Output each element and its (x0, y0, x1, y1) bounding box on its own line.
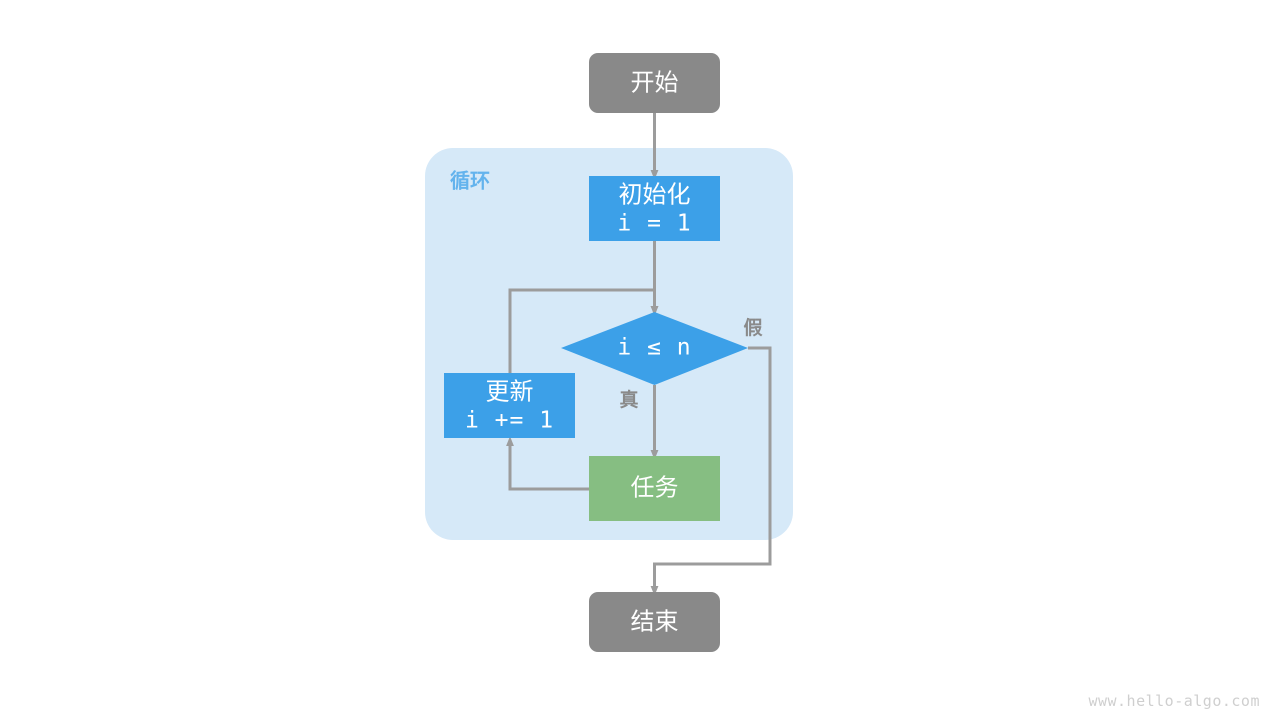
node-task-label: 任务 (631, 474, 679, 501)
node-update-code: i += 1 (465, 408, 554, 434)
edge-label-true: 真 (619, 388, 638, 411)
node-update-label: 更新 (486, 378, 534, 405)
node-update[interactable]: 更新 i += 1 (444, 373, 575, 438)
node-init-label: 初始化 (619, 181, 691, 208)
edge-update-to-condition (508, 288, 659, 373)
node-end-label: 结束 (631, 608, 679, 635)
edge-condition-to-end (650, 346, 772, 596)
node-condition[interactable]: i ≤ n (561, 312, 748, 385)
node-init-code: i = 1 (617, 211, 691, 237)
loop-group-label: 循环 (450, 168, 490, 192)
node-condition-label: i ≤ n (617, 335, 691, 361)
node-end[interactable]: 结束 (589, 592, 720, 652)
edge-task-to-update (506, 436, 589, 491)
site-watermark: www.hello-algo.com (1088, 692, 1260, 710)
node-start[interactable]: 开始 (589, 53, 720, 113)
node-init[interactable]: 初始化 i = 1 (589, 176, 720, 241)
node-task[interactable]: 任务 (589, 456, 720, 521)
edge-label-false: 假 (743, 316, 762, 339)
node-start-label: 开始 (631, 69, 679, 96)
